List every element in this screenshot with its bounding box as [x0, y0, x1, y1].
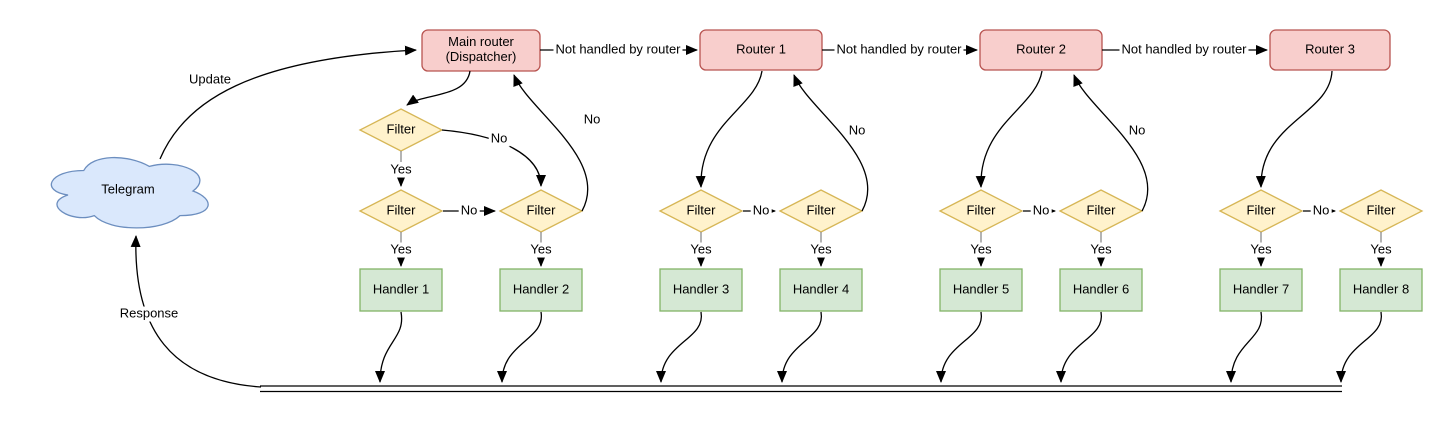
filter-main-left: [358, 189, 444, 233]
yes-label-8: Yes: [1368, 241, 1394, 258]
edge-handler4-to-bus: [777, 311, 822, 383]
yes-label-3: Yes: [688, 241, 714, 258]
edge-handler6-to-bus: [1056, 311, 1102, 383]
dispatcher-label: Main router (Dispatcher): [445, 34, 517, 64]
handler5-box: [939, 268, 1023, 312]
handler2-label: Handler 2: [512, 281, 570, 297]
filter-r2-right-label: Filter: [1086, 202, 1116, 218]
filter-r3-right-label: Filter: [1366, 202, 1396, 218]
router2-label: Router 2: [1016, 41, 1066, 57]
edge-handler1-to-bus: [375, 311, 403, 383]
handler1-box: [359, 268, 443, 312]
no-label-return-main: No: [581, 111, 603, 128]
no-label-top: No: [488, 130, 510, 147]
filter-main-left-label: Filter: [386, 202, 416, 218]
yes-label-2: Yes: [528, 241, 554, 258]
filter-r2-left-label: Filter: [966, 202, 996, 218]
edge-dispatcher-to-filter: [406, 70, 471, 106]
edge-router2-to-filter: [975, 70, 1043, 188]
filter-r1-left: [658, 189, 744, 233]
handler8-label: Handler 8: [1352, 281, 1410, 297]
filter-r3-left-label: Filter: [1246, 202, 1276, 218]
router3-label: Router 3: [1305, 41, 1355, 57]
filter-r3-left: [1218, 189, 1304, 233]
handler6-box: [1059, 268, 1143, 312]
yes-label-5: Yes: [968, 241, 994, 258]
router3-box: [1269, 29, 1391, 71]
edge-handler7-to-bus: [1226, 311, 1263, 383]
handler4-box: [779, 268, 863, 312]
filter-main-top-label: Filter: [386, 121, 416, 137]
telegram-cloud-shape: [50, 156, 209, 229]
edge-router1-to-filter: [695, 70, 763, 188]
handler4-label: Handler 4: [792, 281, 850, 297]
yes-label-4: Yes: [808, 241, 834, 258]
filter-r3-right: [1338, 189, 1424, 233]
edge-handler2-to-bus: [497, 311, 542, 383]
no-label-return-r1: No: [846, 122, 868, 139]
not-handled-label-2: Not handled by router: [834, 41, 964, 58]
no-label-pair-r3: No: [1310, 202, 1332, 219]
no-label-return-r2: No: [1126, 122, 1148, 139]
handler2-box: [499, 268, 583, 312]
yes-label-top: Yes: [388, 161, 414, 178]
telegram-label: Telegram: [101, 181, 155, 197]
handler7-box: [1219, 268, 1303, 312]
filter-r2-left: [938, 189, 1024, 233]
yes-label-7: Yes: [1248, 241, 1274, 258]
edge-handler3-to-bus: [656, 311, 702, 383]
handler7-label: Handler 7: [1232, 281, 1290, 297]
filter-main-right-label: Filter: [526, 202, 556, 218]
edge-handler8-to-bus: [1336, 311, 1382, 383]
edge-update: [159, 45, 417, 160]
update-label: Update: [189, 71, 231, 87]
edge-response: [130, 235, 262, 388]
no-label-pair-main: No: [458, 202, 480, 219]
filter-r1-right-label: Filter: [806, 202, 836, 218]
handler8-box: [1339, 268, 1423, 312]
edge-no-return-r1: [793, 74, 869, 212]
edge-no-return-main: [513, 74, 589, 212]
yes-label-1: Yes: [388, 241, 414, 258]
edge-no-top-curve: [441, 129, 546, 187]
edge-router3-to-filter: [1255, 70, 1333, 188]
handler1-label: Handler 1: [372, 281, 430, 297]
no-label-pair-r2: No: [1030, 202, 1052, 219]
response-label: Response: [117, 305, 181, 322]
not-handled-label-1: Not handled by router: [553, 41, 683, 58]
handler3-box: [659, 268, 743, 312]
handler6-label: Handler 6: [1072, 281, 1130, 297]
no-label-pair-r1: No: [750, 202, 772, 219]
yes-label-6: Yes: [1088, 241, 1114, 258]
filter-r1-left-label: Filter: [686, 202, 716, 218]
handler3-label: Handler 3: [672, 281, 730, 297]
handler5-label: Handler 5: [952, 281, 1010, 297]
not-handled-label-3: Not handled by router: [1119, 41, 1249, 58]
edge-no-return-r2: [1073, 74, 1149, 212]
edge-handler5-to-bus: [936, 311, 982, 383]
router1-label: Router 1: [736, 41, 786, 57]
